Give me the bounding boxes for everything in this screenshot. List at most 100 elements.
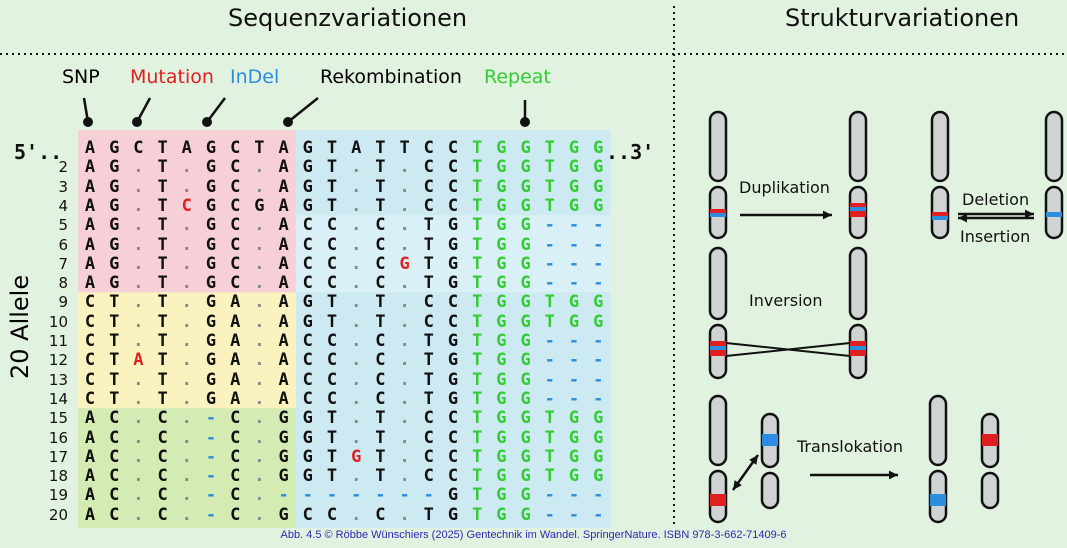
sequence-cell: T <box>472 253 483 274</box>
sequence-cell: . <box>351 408 362 429</box>
sequence-cell: . <box>133 427 144 448</box>
sequence-cell: G <box>568 176 580 197</box>
sequence-cell: C <box>84 369 96 390</box>
sequence-cell: C <box>84 350 96 371</box>
sequence-cell: G <box>520 369 531 390</box>
sequence-cell: G <box>278 466 289 487</box>
band-blue <box>762 434 778 446</box>
sequence-cell: G <box>593 176 604 197</box>
sequence-cell: G <box>496 350 507 371</box>
sequence-cell: G <box>205 292 217 313</box>
sequence-cell: T <box>326 427 338 448</box>
sequence-cell: A <box>230 369 241 390</box>
sequence-cell: G <box>278 408 289 429</box>
sequence-cell: - <box>544 234 555 255</box>
sequence-cell: . <box>351 215 362 236</box>
sequence-cell: . <box>133 215 144 236</box>
sequence-cell: C <box>375 234 386 255</box>
band-blue <box>932 216 948 220</box>
sequence-cell: G <box>520 215 531 236</box>
row-label: 20 <box>48 505 68 524</box>
sequence-cell: G <box>568 311 580 332</box>
sequence-cell: G <box>496 388 507 409</box>
row-label: 18 <box>48 467 68 486</box>
indel-pointer-dot <box>202 117 212 127</box>
sequence-cell: C <box>423 195 434 216</box>
sequence-cell: G <box>593 446 604 467</box>
sequence-cell: C <box>423 466 434 487</box>
sequence-cell: C <box>230 215 241 236</box>
row-label: 11 <box>48 332 68 350</box>
band-red <box>932 212 948 218</box>
sequence-cell: C <box>375 253 386 274</box>
sequence-cell: T <box>375 292 386 313</box>
sequence-cell: . <box>351 157 362 178</box>
sequence-cell: - <box>205 485 217 506</box>
sequence-cell: G <box>520 311 531 332</box>
sequence-cell: T <box>423 504 434 525</box>
sequence-cell: G <box>302 311 313 332</box>
sequence-cell: . <box>254 408 265 429</box>
sequence-cell: - <box>593 253 604 274</box>
sequence-cell: A <box>278 176 289 197</box>
sequence-cell: T <box>544 195 555 216</box>
sequence-cell: C <box>157 485 168 506</box>
mutation-pointer-dot <box>132 117 142 127</box>
sequence-cell: G <box>568 427 580 448</box>
sequence-cell: G <box>496 466 507 487</box>
sequence-cell: T <box>472 504 483 525</box>
sequence-cell: . <box>254 234 265 255</box>
sequence-cell: A <box>278 311 289 332</box>
sequence-cell: C <box>230 176 241 197</box>
sequence-cell: A <box>230 388 241 409</box>
sequence-cell: G <box>278 504 289 525</box>
sequence-cell: G <box>496 176 507 197</box>
sequence-cell: - <box>205 466 217 487</box>
band-red <box>850 211 866 217</box>
sequence-cell: A <box>278 369 289 390</box>
sequence-cell: . <box>133 273 144 294</box>
sequence-cell: - <box>544 485 555 506</box>
band-red <box>850 203 866 208</box>
sequence-cell: - <box>544 504 555 525</box>
sequence-cell: T <box>423 388 434 409</box>
sequence-cell: . <box>254 253 265 274</box>
sequence-cell: C <box>84 331 96 351</box>
sequence-cell: C <box>326 331 338 351</box>
sequence-cell: A <box>84 446 96 467</box>
sequence-cell: G <box>496 273 507 294</box>
sequence-cell: . <box>181 292 192 313</box>
sequence-cell: G <box>593 408 604 429</box>
sequence-cell: - <box>205 504 217 525</box>
sequence-cell: T <box>157 157 168 178</box>
sequence-cell: T <box>326 446 338 467</box>
sequence-cell: G <box>447 485 459 506</box>
sequence-cell: . <box>399 446 410 467</box>
sequence-cell: G <box>205 369 217 390</box>
snp-pointer-dot <box>83 117 93 127</box>
sequence-cell: T <box>472 408 483 429</box>
sequence-cell: . <box>351 311 362 332</box>
sequence-cell: . <box>399 234 410 255</box>
chromosome-insertion-arm-upper <box>1044 110 1064 183</box>
sequence-cell: G <box>496 369 507 390</box>
sequence-cell: - <box>351 485 362 506</box>
sequence-cell: A <box>230 311 241 332</box>
chromosome-deletion-arm-upper <box>930 110 950 183</box>
sequence-cell: G <box>496 157 507 178</box>
sequence-cell: C <box>230 466 241 487</box>
sequence-cell: - <box>568 253 580 274</box>
sequence-cell: . <box>133 253 144 274</box>
sequence-cell: A <box>278 253 289 274</box>
sequence-cell: G <box>278 427 289 448</box>
band-blue <box>850 346 866 350</box>
sequence-cell: C <box>326 215 338 236</box>
sequence-cell: . <box>399 157 410 178</box>
sequence-cell: T <box>326 176 338 197</box>
sequence-cell: A <box>278 273 289 294</box>
sequence-cell: G <box>496 408 507 429</box>
sequence-cell: C <box>447 138 459 158</box>
figure-caption: Abb. 4.5 © Röbbe Wünschiers (2025) Gente… <box>280 529 787 541</box>
sequence-cell: G <box>568 292 580 313</box>
sequence-cell: . <box>133 331 144 351</box>
